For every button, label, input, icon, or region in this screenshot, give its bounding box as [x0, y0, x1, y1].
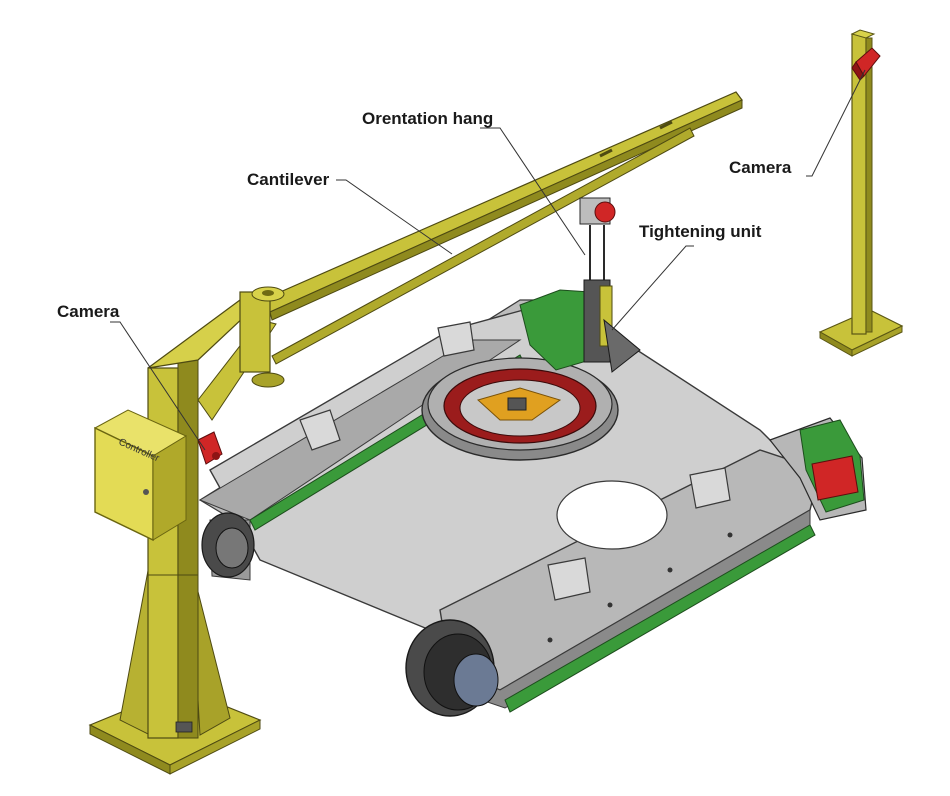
cantilever-arm: [261, 91, 743, 365]
slewing-ring: [421, 357, 619, 461]
rear-wheel: [201, 512, 255, 578]
leader-camera-left: [110, 321, 206, 451]
leader-lines: [110, 69, 866, 451]
label-camera-left: Camera: [57, 302, 120, 321]
sprocket-wheel: [405, 619, 499, 717]
right-end-assembly: [769, 417, 867, 521]
crane-column: [88, 286, 285, 775]
leader-tightening-unit: [611, 245, 694, 331]
label-orientation-hang: Orentation hang: [362, 109, 494, 128]
label-cantilever: Cantilever: [247, 170, 330, 189]
tightening-unit: [583, 279, 641, 373]
right-camera-post: [818, 29, 904, 357]
leader-orientation-hang: [480, 127, 586, 256]
orientation-hang: [579, 197, 616, 300]
leader-cantilever: [336, 179, 453, 255]
label-camera-right: Camera: [729, 158, 792, 177]
left-camera-icon: [197, 431, 223, 465]
controller-box: Controller: [93, 409, 188, 542]
label-tightening-unit: Tightening unit: [639, 222, 762, 241]
leader-camera-right: [806, 69, 866, 177]
